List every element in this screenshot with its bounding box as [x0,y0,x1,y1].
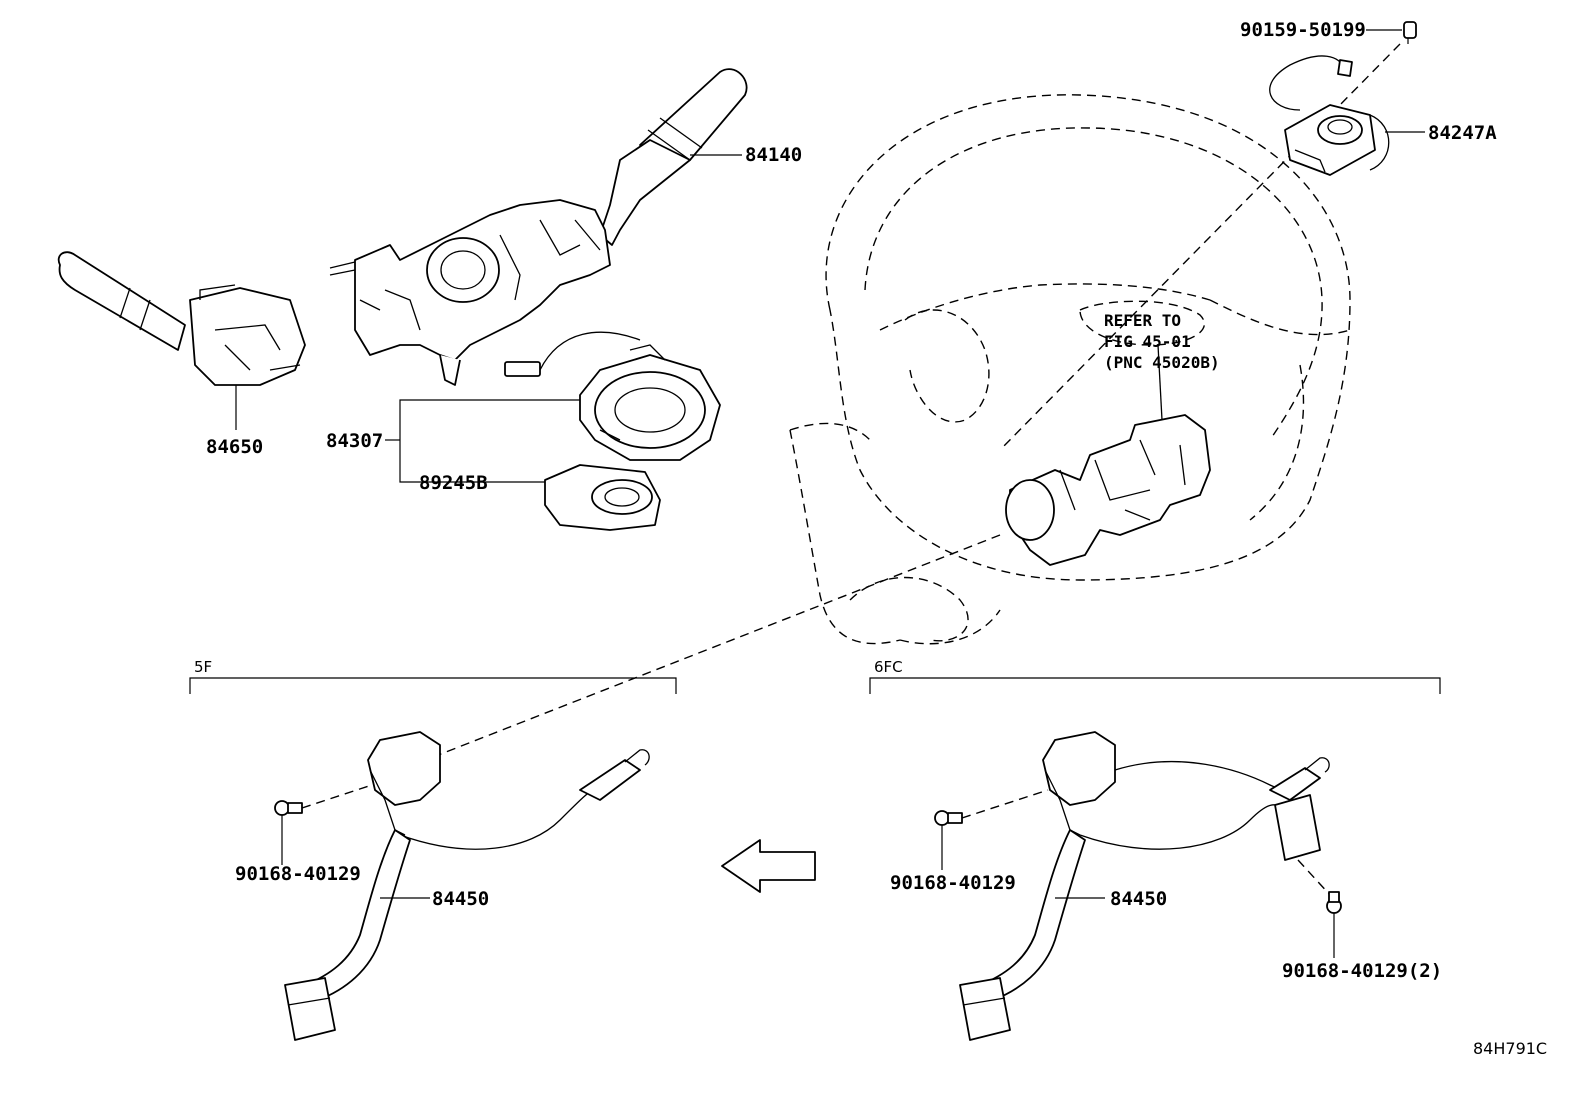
variant-bracket-6fc [869,677,1441,694]
reference-note-line-1: REFER TO [1104,311,1181,330]
label-harness-right: 84450 [1110,888,1167,910]
variant-label-right: 6FC [874,658,903,676]
screw-right-drawing [934,789,1049,870]
screw-right-2-drawing [1297,859,1342,958]
leader-dashed-left [399,534,1001,771]
label-screw-left: 90168-40129 [235,863,361,885]
wiper-switch-drawing [599,68,748,246]
label-screw-right-2: 90168-40129(2) [1282,960,1442,982]
direction-arrow-icon [721,839,816,893]
steering-sensor-drawing [544,464,661,531]
reference-note-line-3: (PNC 45020B) [1104,353,1220,372]
variant-label-left: 5F [194,658,212,676]
steering-wheel-outline [789,94,1351,645]
spiral-cable-bracket [385,399,580,483]
screw-left-drawing [274,784,373,865]
harness-left-drawing [284,731,650,1041]
combination-switch-assembly [1005,344,1211,566]
label-turn-signal-switch: 84650 [206,436,263,458]
label-spiral-cable: 84307 [326,430,383,452]
reference-note-line-2: FIG 45-01 [1104,332,1191,351]
label-steering-sensor: 89245B [419,472,488,494]
harness-right-drawing [959,731,1330,1041]
screw-top-drawing [1366,21,1417,44]
spiral-cable-drawing [504,331,721,461]
spiral-cable-sub-drawing [1269,55,1425,176]
leader-dashed-top [999,43,1401,451]
label-wiper-switch: 84140 [745,144,802,166]
drawing-code: 84H791C [1473,1039,1547,1058]
turn-signal-switch-drawing [57,251,306,430]
variant-bracket-5f [189,677,677,694]
label-screw-right: 90168-40129 [890,872,1016,894]
label-spiral-cable-sub: 84247A [1428,122,1497,144]
switch-body-drawing [329,199,611,386]
label-screw-top: 90159-50199 [1240,19,1366,41]
label-harness-left: 84450 [432,888,489,910]
